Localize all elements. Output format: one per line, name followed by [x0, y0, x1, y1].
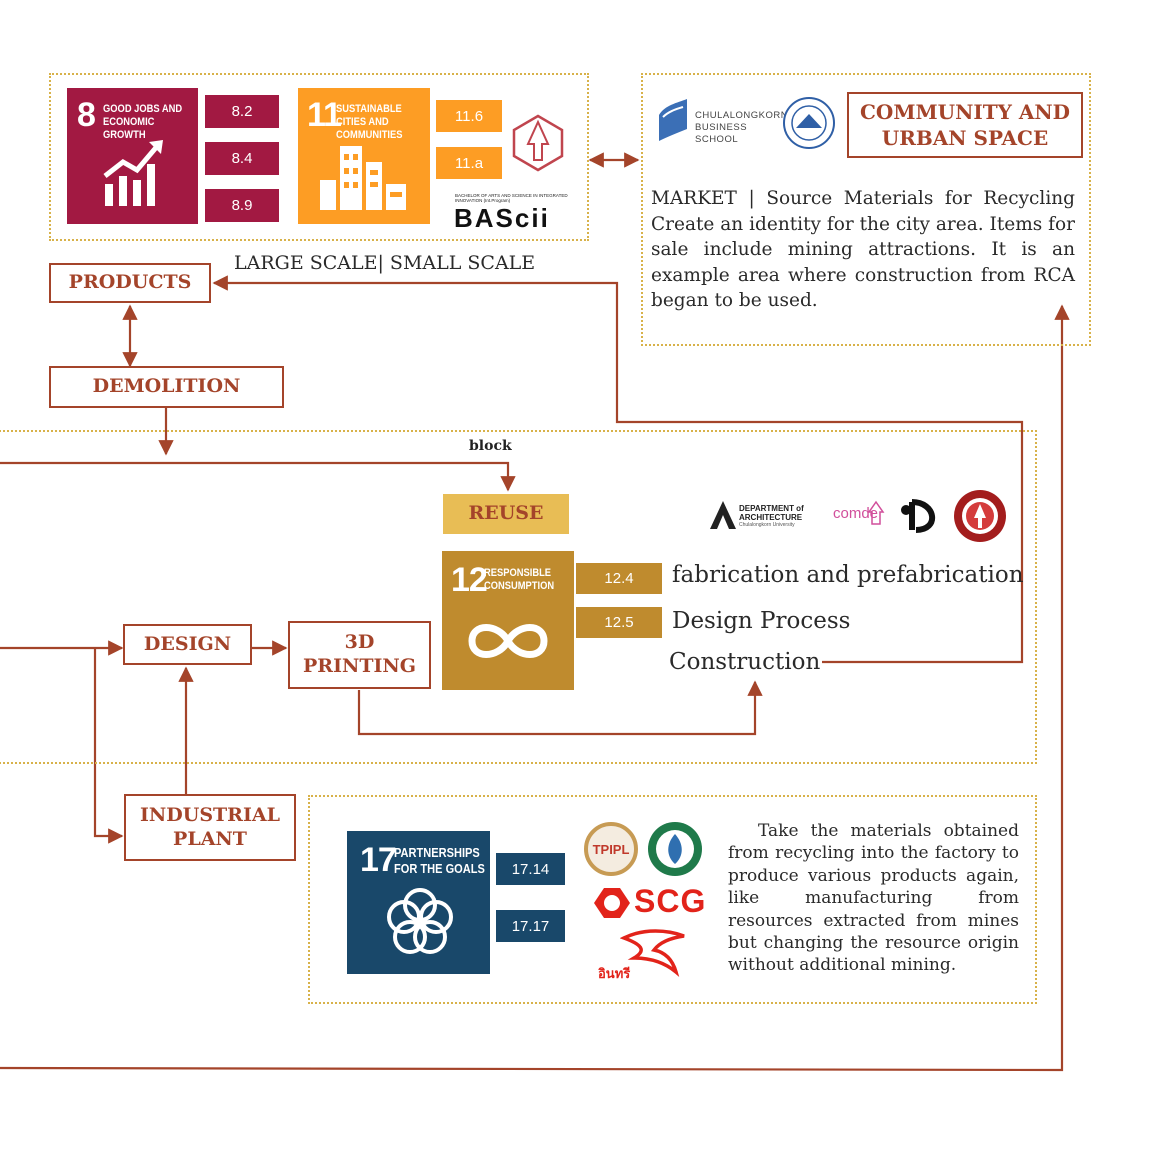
link-arrow [0, 461, 516, 492]
sdg8-target: 8.4 [205, 142, 279, 175]
infinity-loop-icon [468, 624, 548, 658]
sdg12-target: 12.4 [576, 563, 662, 594]
demolition-box: DEMOLITION [49, 366, 284, 408]
community-title: COMMUNITY AND URBAN SPACE [847, 92, 1083, 158]
sdg12-title: RESPONSIBLE CONSUMPTION [484, 567, 555, 593]
sdg8-target: 8.9 [205, 189, 279, 222]
fabrication-label: fabrication and prefabrication [672, 562, 1024, 588]
link-arrow [357, 680, 763, 736]
link-arrow [212, 275, 1024, 664]
insee-eagle-icon [620, 929, 685, 977]
sdg17-number: 17 [360, 841, 397, 879]
growth-chart-icon [103, 140, 163, 206]
construction-label: Construction [669, 649, 821, 675]
industrial-plant-box: INDUSTRIAL PLANT [124, 794, 296, 861]
city-buildings-icon [320, 146, 406, 210]
dept-arch-sub: Chulalongkorn University [739, 522, 795, 528]
sdg12-target: 12.5 [576, 607, 662, 638]
bascii-logo: BAScii [454, 203, 550, 233]
design-lab-logo-icon [901, 499, 936, 533]
comde-emblem-icon [867, 500, 885, 525]
sdg8-title: GOOD JOBS AND ECONOMIC GROWTH [103, 103, 183, 142]
cbs-crest-icon [659, 99, 687, 141]
factory-text: Take the materials obtained from recycli… [728, 821, 1019, 976]
community-panel [641, 73, 1091, 346]
sdg11-number: 11 [307, 96, 342, 134]
sdg-panel-top [49, 73, 589, 241]
block-label: block [469, 438, 512, 454]
round-seal-icon [783, 97, 835, 149]
design-box: DESIGN [123, 624, 252, 665]
bascii-caption: BACHELOR OF ARTS AND SCIENCE IN INTEGRAT… [455, 193, 568, 203]
partnership-panel [308, 795, 1037, 1004]
tpipl-logo: TPIPL [584, 822, 638, 876]
sdg11-title: SUSTAINABLE CITIES AND COMMUNITIES [336, 103, 403, 142]
sdg11-target: 11.6 [436, 100, 502, 132]
university-emblem-icon [512, 114, 564, 172]
cbs-logo-text: CHULALONGKORN BUSINESS SCHOOL [695, 110, 789, 145]
green-seal-icon [648, 822, 702, 876]
sdg12-number: 12 [451, 561, 488, 599]
scg-logo: SCG [634, 883, 707, 919]
sdg17-target: 17.14 [496, 853, 565, 885]
comde-logo: comde [833, 505, 879, 522]
3d-printing-box: 3D PRINTING [288, 621, 431, 689]
tpipl-text: TPIPL [592, 841, 630, 857]
sdg8-target: 8.2 [205, 95, 279, 128]
flower-rings-icon [387, 888, 453, 954]
sdg17-title: PARTNERSHIPS FOR THE GOALS [394, 845, 485, 876]
design-process-label: Design Process [672, 608, 851, 634]
architecture-a-icon [710, 501, 736, 529]
scale-label: LARGE SCALE| SMALL SCALE [234, 252, 536, 274]
insee-logo: อินทรี [598, 967, 631, 982]
dept-arch-logo: DEPARTMENT of ARCHITECTURE [739, 504, 804, 522]
sdg11-tile: 11 SUSTAINABLE CITIES AND COMMUNITIES [298, 88, 430, 224]
sdg11-target: 11.a [436, 147, 502, 179]
sdg17-target: 17.17 [496, 910, 565, 942]
sdg12-tile: 12 RESPONSIBLE CONSUMPTION [442, 551, 574, 690]
production-panel [0, 430, 1037, 764]
sdg8-number: 8 [77, 96, 96, 134]
products-box: PRODUCTS [49, 263, 211, 303]
link-arrow [0, 304, 1070, 1072]
link-arrow [93, 648, 124, 844]
reuse-box: REUSE [443, 494, 569, 534]
market-text: MARKET | Source Materials for Recycling … [651, 188, 1075, 311]
engineering-gear-icon [954, 490, 1006, 542]
scg-elephant-icon [594, 888, 630, 918]
sdg17-tile: 17 PARTNERSHIPS FOR THE GOALS [347, 831, 490, 974]
sdg8-tile: 8 GOOD JOBS AND ECONOMIC GROWTH [67, 88, 198, 224]
